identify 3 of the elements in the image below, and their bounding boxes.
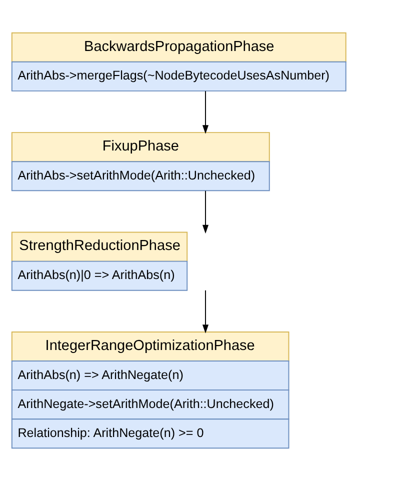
arrow (202, 190, 209, 234)
arrow (202, 90, 209, 134)
arrow (202, 290, 209, 334)
